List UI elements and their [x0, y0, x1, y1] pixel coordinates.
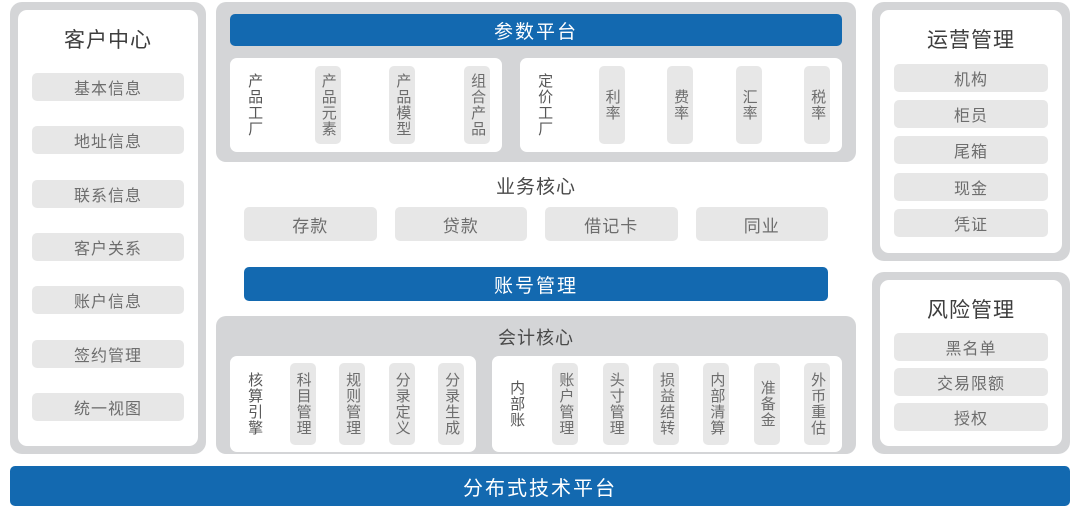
group-accounting-engine-label: 核算引擎 — [246, 372, 264, 436]
section-accounting-core: 会计核心 核算引擎 科目管理 规则管理 分录定义 分录生成 内部账 账户管理 头… — [216, 316, 856, 454]
risk-item-1[interactable]: 交易限额 — [894, 367, 1048, 396]
business-core-item-0[interactable]: 存款 — [244, 207, 377, 241]
product-factory-item-2[interactable]: 组合产品 — [463, 66, 490, 144]
business-core-item-1[interactable]: 贷款 — [394, 207, 527, 241]
center-column: 参数平台 产品工厂 产品元素 产品模型 组合产品 定价工厂 利率 费率 汇率 税… — [216, 2, 856, 454]
internal-account-item-2[interactable]: 损益结转 — [652, 363, 679, 445]
group-accounting-engine: 核算引擎 科目管理 规则管理 分录定义 分录生成 — [230, 356, 476, 452]
panel-frame: 风险管理 黑名单 交易限额 授权 — [872, 272, 1070, 454]
accounting-engine-item-0[interactable]: 科目管理 — [289, 363, 316, 445]
product-factory-item-1[interactable]: 产品模型 — [389, 66, 416, 144]
group-internal-account-label: 内部账 — [508, 380, 526, 428]
customer-center-item-4[interactable]: 账户信息 — [32, 286, 184, 315]
group-pricing-factory-label: 定价工厂 — [536, 73, 554, 137]
operations-item-3[interactable]: 现金 — [894, 172, 1048, 201]
panel-title-risk: 风险管理 — [927, 299, 1015, 322]
accounting-core-title: 会计核心 — [498, 328, 574, 348]
group-pricing-factory: 定价工厂 利率 费率 汇率 税率 — [520, 58, 842, 152]
panel-frame: 运营管理 机构 柜员 尾箱 现金 凭证 — [872, 2, 1070, 261]
panel-title-customer-center: 客户中心 — [64, 29, 152, 52]
pricing-factory-item-1[interactable]: 费率 — [667, 66, 693, 144]
pricing-factory-item-2[interactable]: 汇率 — [735, 66, 762, 144]
section-parameter-platform: 参数平台 产品工厂 产品元素 产品模型 组合产品 定价工厂 利率 费率 汇率 税… — [216, 2, 856, 162]
group-product-factory: 产品工厂 产品元素 产品模型 组合产品 — [230, 58, 502, 152]
business-core-item-list: 存款 贷款 借记卡 同业 — [216, 207, 856, 241]
customer-center-item-0[interactable]: 基本信息 — [32, 72, 184, 101]
internal-account-item-0[interactable]: 账户管理 — [552, 363, 579, 445]
accounting-engine-item-2[interactable]: 分录定义 — [388, 363, 415, 445]
business-core-title: 业务核心 — [495, 177, 576, 198]
customer-center-item-1[interactable]: 地址信息 — [32, 126, 184, 155]
group-internal-account: 内部账 账户管理 头寸管理 损益结转 内部清算 准备金 外币重估 — [492, 356, 842, 452]
parameter-platform-groups: 产品工厂 产品元素 产品模型 组合产品 定价工厂 利率 费率 汇率 税率 — [230, 58, 842, 152]
risk-item-0[interactable]: 黑名单 — [894, 333, 1048, 362]
pricing-factory-item-3[interactable]: 税率 — [804, 66, 830, 144]
panel-body: 客户中心 基本信息 地址信息 联系信息 客户关系 账户信息 签约管理 统一视图 — [18, 10, 198, 446]
risk-item-2[interactable]: 授权 — [894, 402, 1048, 431]
customer-center-item-6[interactable]: 统一视图 — [32, 393, 184, 422]
internal-account-item-3[interactable]: 内部清算 — [703, 363, 730, 445]
panel-customer-center: 客户中心 基本信息 地址信息 联系信息 客户关系 账户信息 签约管理 统一视图 — [10, 2, 206, 454]
internal-account-item-4[interactable]: 准备金 — [753, 363, 780, 445]
customer-center-item-list: 基本信息 地址信息 联系信息 客户关系 账户信息 签约管理 统一视图 — [32, 60, 184, 434]
pricing-factory-item-0[interactable]: 利率 — [598, 66, 625, 144]
panel-title-operations: 运营管理 — [927, 29, 1015, 52]
group-product-factory-label: 产品工厂 — [246, 73, 264, 137]
panel-risk-management: 风险管理 黑名单 交易限额 授权 — [872, 272, 1070, 454]
distributed-tech-platform-bar[interactable]: 分布式技术平台 — [10, 466, 1070, 506]
risk-item-list: 黑名单 交易限额 授权 — [894, 330, 1048, 434]
panel-operations-management: 运营管理 机构 柜员 尾箱 现金 凭证 — [872, 2, 1070, 261]
panel-body: 运营管理 机构 柜员 尾箱 现金 凭证 — [880, 10, 1062, 253]
customer-center-item-2[interactable]: 联系信息 — [32, 179, 184, 208]
operations-item-2[interactable]: 尾箱 — [894, 136, 1048, 165]
parameter-platform-title: 参数平台 — [230, 14, 842, 46]
business-core-item-3[interactable]: 同业 — [695, 207, 828, 241]
operations-item-1[interactable]: 柜员 — [894, 100, 1048, 129]
account-management-bar[interactable]: 账号管理 — [244, 267, 828, 301]
panel-body: 风险管理 黑名单 交易限额 授权 — [880, 280, 1062, 446]
operations-item-0[interactable]: 机构 — [894, 64, 1048, 93]
accounting-engine-item-1[interactable]: 规则管理 — [339, 363, 365, 445]
accounting-engine-item-3[interactable]: 分录生成 — [438, 363, 464, 445]
operations-item-list: 机构 柜员 尾箱 现金 凭证 — [894, 60, 1048, 241]
product-factory-item-0[interactable]: 产品元素 — [314, 66, 341, 144]
panel-frame: 客户中心 基本信息 地址信息 联系信息 客户关系 账户信息 签约管理 统一视图 — [10, 2, 206, 454]
operations-item-4[interactable]: 凭证 — [894, 208, 1048, 237]
internal-account-item-5[interactable]: 外币重估 — [803, 363, 830, 445]
business-core-item-2[interactable]: 借记卡 — [545, 207, 678, 241]
accounting-core-groups: 核算引擎 科目管理 规则管理 分录定义 分录生成 内部账 账户管理 头寸管理 损… — [230, 356, 842, 452]
customer-center-item-3[interactable]: 客户关系 — [32, 232, 184, 261]
customer-center-item-5[interactable]: 签约管理 — [32, 339, 184, 368]
section-business-core: 业务核心 存款 贷款 借记卡 同业 — [216, 172, 856, 250]
internal-account-item-1[interactable]: 头寸管理 — [602, 363, 629, 445]
